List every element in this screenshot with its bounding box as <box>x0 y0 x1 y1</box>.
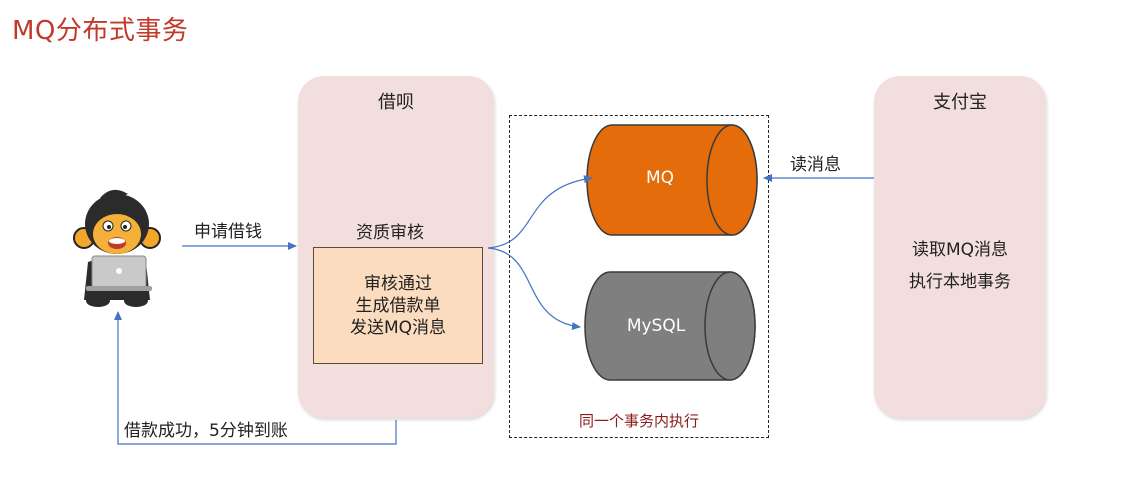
alipay-panel: 支付宝 读取MQ消息 执行本地事务 <box>874 76 1046 418</box>
alipay-line-read: 读取MQ消息 <box>911 240 1009 260</box>
transaction-note: 同一个事务内执行 <box>578 412 699 430</box>
mq-cylinder <box>586 124 758 236</box>
jiebei-title: 借呗 <box>378 92 414 113</box>
to-mysql-arrow <box>487 247 581 331</box>
review-box: 审核通过 生成借款单 发送MQ消息 <box>313 247 483 364</box>
box-line-create-loan: 生成借款单 <box>355 295 441 316</box>
box-line-approved: 审核通过 <box>364 273 432 294</box>
success-arrow <box>114 311 397 445</box>
page-title: MQ分布式事务 <box>12 16 189 46</box>
to-mq-arrow <box>487 175 593 249</box>
alipay-line-exec: 执行本地事务 <box>909 272 1011 292</box>
mysql-cylinder <box>584 271 756 381</box>
alipay-title: 支付宝 <box>933 92 987 113</box>
box-line-send-mq: 发送MQ消息 <box>349 317 447 338</box>
success-label: 借款成功，5分钟到账 <box>124 421 288 441</box>
apply-label: 申请借钱 <box>194 222 262 242</box>
mysql-label: MySQL <box>626 316 686 336</box>
mq-label: MQ <box>645 168 675 188</box>
transaction-frame <box>509 115 769 438</box>
monkey-laptop-icon <box>73 189 161 307</box>
read-label: 读消息 <box>790 155 841 175</box>
review-label: 资质审核 <box>356 223 424 243</box>
